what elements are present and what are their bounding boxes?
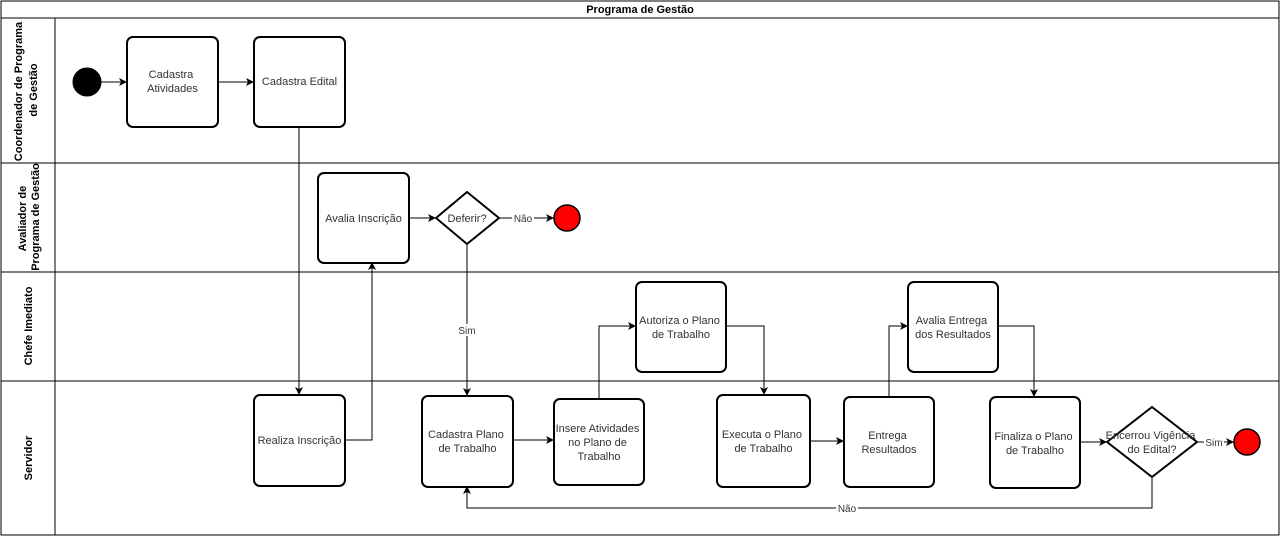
task-entrega-resultados[interactable]: Entrega Resultados: [843, 396, 935, 488]
svg-text:Cadastra Edital: Cadastra Edital: [262, 76, 337, 88]
edge-encerrou-nao[interactable]: [463, 478, 1153, 509]
svg-text:Cadastra Plano de Trab: Cadastra Plano de Trabalho: [428, 429, 507, 455]
edge-labels: Não Sim Sim Não: [456, 212, 1224, 515]
task-realiza-inscricao[interactable]: Realiza Inscrição: [253, 394, 346, 487]
task-avalia-inscricao[interactable]: Avalia Inscrição: [317, 172, 410, 264]
edge-insere-to-autoriza[interactable]: [598, 322, 636, 398]
task-cadastra-plano[interactable]: Cadastra Plano de Trabalho: [421, 395, 514, 488]
edge-label-nao-deferir: Não: [514, 214, 533, 225]
svg-text:Executa o Plano de Tra: Executa o Plano de Trabalho: [722, 429, 805, 455]
edges: [100, 78, 1234, 509]
svg-text:Realiza Inscrição: Realiza Inscrição: [258, 435, 342, 447]
gateway-encerrou-vigencia[interactable]: Encerrou Vigência do Edital?: [1105, 405, 1199, 479]
svg-text:Finaliza o Plano de Tr: Finaliza o Plano de Trabalho: [994, 431, 1075, 457]
svg-text:Encerrou Vigência do E: Encerrou Vigência do Edital?: [1106, 430, 1199, 456]
svg-text:Deferir?: Deferir?: [447, 213, 486, 225]
edge-avalia-entrega-to-finaliza[interactable]: [998, 325, 1038, 397]
lane-chefe-imediato[interactable]: Chefe Imediato: [23, 286, 35, 365]
edge-label-sim-deferir: Sim: [458, 326, 475, 337]
task-insere-atividades[interactable]: Insere Atividades no Plano de Trabalho: [553, 398, 645, 486]
task-executa-plano[interactable]: Executa o Plano de Trabalho: [716, 394, 811, 488]
lane-servidor[interactable]: Servidor: [23, 435, 35, 480]
task-cadastra-edital[interactable]: Cadastra Edital: [253, 36, 346, 128]
edge-label-sim-encerrou: Sim: [1205, 438, 1222, 449]
edge-label-nao-encerrou: Não: [838, 504, 857, 515]
task-autoriza-plano[interactable]: Autoriza o Plano de Trabalho: [635, 281, 727, 373]
end-event-rejected[interactable]: [553, 204, 581, 232]
svg-text:Avalia Entrega dos Res: Avalia Entrega dos Resultados: [915, 315, 991, 341]
lane-label-chefe: Chefe Imediato: [23, 286, 35, 365]
task-avalia-entrega[interactable]: Avalia Entrega dos Resultados: [907, 281, 999, 373]
task-cadastra-atividades[interactable]: Cadastra Atividades: [126, 36, 219, 128]
lane-coordenador[interactable]: Coordenador de Programa de Gestão: [13, 19, 40, 161]
svg-text:Autoriza o Plano de Tr: Autoriza o Plano de Trabalho: [639, 315, 723, 341]
edge-autoriza-to-executa[interactable]: [726, 325, 768, 395]
lane-avaliador[interactable]: Avaliador de Programa de Gestão: [17, 163, 42, 271]
lane-label-avaliador: Avaliador de Programa de Gestão: [17, 163, 42, 271]
edge-entrega-to-avalia-entrega[interactable]: [888, 322, 908, 397]
task-finaliza-plano[interactable]: Finaliza o Plano de Trabalho: [989, 396, 1081, 489]
svg-text:Insere Atividades no P: Insere Atividades no Plano de Trabalho: [556, 423, 643, 463]
start-event[interactable]: [72, 67, 102, 97]
svg-text:Cadastra Atividades: Cadastra Atividades: [147, 69, 198, 95]
pool-title: Programa de Gestão: [586, 4, 694, 16]
svg-text:Avalia Inscrição: Avalia Inscrição: [325, 213, 402, 225]
edge-inscricao-to-avalia[interactable]: [345, 262, 376, 441]
lane-label-servidor: Servidor: [23, 435, 35, 480]
svg-text:Entrega Resultados: Entrega Resultados: [861, 430, 917, 456]
gateway-deferir[interactable]: Deferir?: [434, 190, 501, 246]
end-event-finished[interactable]: [1233, 428, 1261, 456]
lane-label-coordenador: Coordenador de Programa de Gestão: [13, 19, 40, 161]
